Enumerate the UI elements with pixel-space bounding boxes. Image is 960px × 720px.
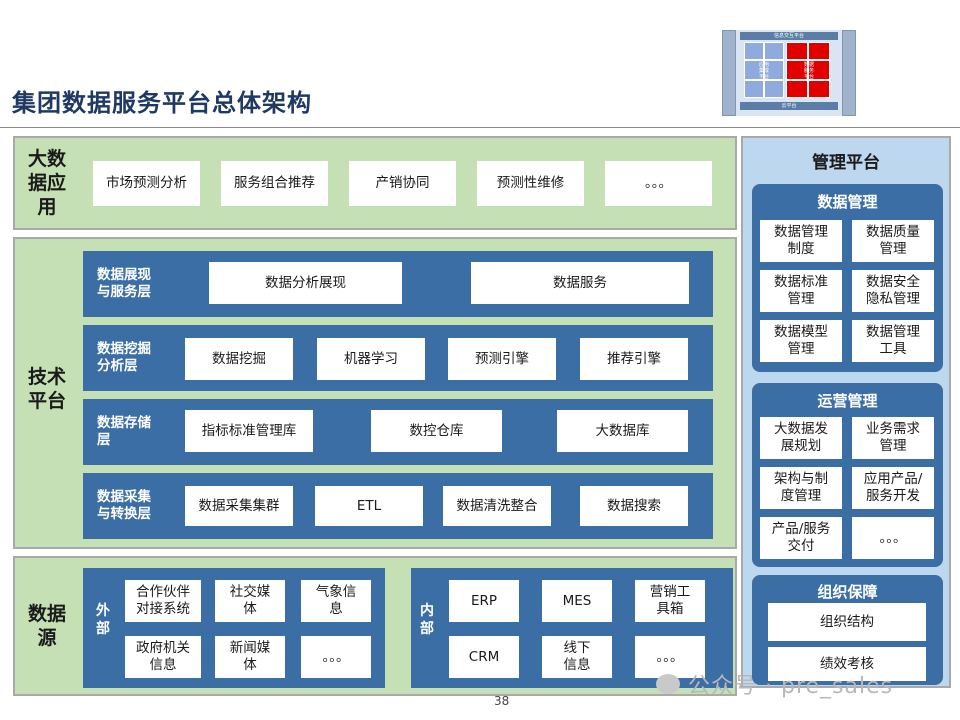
watermark-text: 公众号 · pre_sales bbox=[688, 674, 894, 699]
data-source-label: 数据 源 bbox=[19, 586, 75, 666]
layer-item: 数据挖掘 bbox=[185, 338, 293, 380]
internal-sources-panel: 内 部 ERP MES 营销工 具箱 CRM 线下 信息 。。。 bbox=[411, 568, 733, 688]
source-item: 。。。 bbox=[301, 636, 371, 678]
page-title: 集团数据服务平台总体架构 bbox=[12, 89, 312, 117]
thumbnail-block bbox=[744, 42, 764, 60]
thumbnail-block bbox=[744, 60, 764, 80]
management-title: 管理平台 bbox=[812, 153, 880, 173]
source-item: ERP bbox=[449, 580, 519, 622]
layer-item: 数据清洗整合 bbox=[443, 486, 551, 526]
layer-item: 指标标准管理库 bbox=[185, 410, 313, 452]
mgmt-item: 数据模型 管理 bbox=[760, 320, 842, 362]
source-item: CRM bbox=[449, 636, 519, 678]
layer-label: 数据展现 与服务层 bbox=[97, 267, 151, 300]
thumbnail-right-text: 数据 服务 平台 bbox=[803, 62, 814, 80]
thumbnail-left-pillar bbox=[722, 30, 736, 116]
mgmt-item: 。。。 bbox=[852, 517, 934, 559]
external-sources-panel: 外 部 合作伙伴 对接系统 社交媒 体 气象信 息 政府机关 信息 新闻媒 体 … bbox=[83, 568, 385, 688]
external-label: 外 部 bbox=[96, 603, 110, 637]
layer-collection-transform: 数据采集 与转换层 数据采集集群 ETL 数据清洗整合 数据搜索 bbox=[83, 473, 713, 539]
thumbnail-block-red bbox=[786, 60, 808, 80]
source-item: 新闻媒 体 bbox=[215, 636, 285, 678]
app-item: 服务组合推荐 bbox=[221, 161, 328, 206]
big-data-app-label-text: 大数 据应 用 bbox=[27, 148, 66, 218]
tech-platform-label-text: 技术 平台 bbox=[27, 366, 66, 412]
wechat-icon bbox=[656, 674, 680, 694]
big-data-app-section: 大数 据应 用 市场预测分析 服务组合推荐 产销协同 预测性维修 。。。 bbox=[13, 136, 737, 230]
layer-item: 数据搜索 bbox=[580, 486, 688, 526]
mgmt-item: 绩效考核 bbox=[768, 647, 926, 681]
layer-item: 数据分析展现 bbox=[209, 262, 402, 304]
source-item: MES bbox=[542, 580, 612, 622]
title-divider bbox=[0, 127, 960, 128]
layer-item: 机器学习 bbox=[317, 338, 425, 380]
layer-presentation-service: 数据展现 与服务层 数据分析展现 数据服务 bbox=[83, 251, 713, 317]
thumbnail-block-red bbox=[808, 80, 830, 98]
layer-item: 数据服务 bbox=[471, 262, 689, 304]
data-source-label-text: 数据 源 bbox=[27, 603, 66, 649]
source-item: 社交媒 体 bbox=[215, 580, 285, 622]
layer-label: 数据存储 层 bbox=[97, 415, 151, 448]
tech-platform-label: 技术 平台 bbox=[19, 349, 75, 429]
thumbnail-block-red bbox=[808, 60, 830, 80]
app-item: 预测性维修 bbox=[477, 161, 584, 206]
management-platform: 管理平台 数据管理 数据管理 制度 数据质量 管理 数据标准 管理 数据安全 隐… bbox=[741, 136, 951, 688]
layer-item: 推荐引擎 bbox=[580, 338, 688, 380]
thumbnail-left-text: 应用 集成 平台 bbox=[758, 62, 769, 80]
group-title: 运营管理 bbox=[817, 392, 878, 410]
mgmt-item: 数据管理 工具 bbox=[852, 320, 934, 362]
app-item: 市场预测分析 bbox=[93, 161, 200, 206]
source-item: 合作伙伴 对接系统 bbox=[125, 580, 201, 622]
big-data-app-label: 大数 据应 用 bbox=[19, 142, 75, 224]
ops-management-group: 运营管理 大数据发 展规划 业务需求 管理 架构与制 度管理 应用产品/ 服务开… bbox=[752, 383, 943, 567]
layer-mining-analysis: 数据挖掘 分析层 数据挖掘 机器学习 预测引擎 推荐引擎 bbox=[83, 325, 713, 391]
thumbnail-block bbox=[764, 42, 784, 60]
mgmt-item: 应用产品/ 服务开发 bbox=[852, 467, 934, 509]
source-item: 气象信 息 bbox=[301, 580, 371, 622]
mgmt-item: 业务需求 管理 bbox=[852, 417, 934, 459]
org-support-group: 组织保障 组织结构 绩效考核 bbox=[752, 575, 943, 685]
tech-platform-section: 技术 平台 数据展现 与服务层 数据分析展现 数据服务 数据挖掘 分析层 数据挖… bbox=[13, 237, 737, 549]
mgmt-item: 数据安全 隐私管理 bbox=[852, 270, 934, 312]
mgmt-item: 产品/服务 交付 bbox=[760, 517, 842, 559]
source-item: 线下 信息 bbox=[542, 636, 612, 678]
thumbnail-block bbox=[764, 80, 784, 98]
layer-item: 大数据库 bbox=[557, 410, 688, 452]
mgmt-item: 大数据发 展规划 bbox=[760, 417, 842, 459]
page-number: 38 bbox=[494, 694, 510, 708]
mgmt-item: 数据标准 管理 bbox=[760, 270, 842, 312]
thumbnail-block bbox=[764, 60, 784, 80]
app-item: 产销协同 bbox=[349, 161, 456, 206]
layer-item: 数据采集集群 bbox=[185, 486, 293, 526]
thumbnail-block bbox=[744, 80, 764, 98]
layer-label: 数据采集 与转换层 bbox=[97, 489, 151, 522]
mgmt-item: 组织结构 bbox=[768, 603, 926, 641]
thumbnail-top-bar: 信息交互平台 bbox=[740, 32, 838, 40]
layer-item: 预测引擎 bbox=[448, 338, 556, 380]
architecture-thumbnail: 信息交互平台 应用 集成 平台 数据 服务 平台 云平台 bbox=[722, 26, 856, 120]
group-title: 组织保障 bbox=[817, 583, 878, 601]
group-title: 数据管理 bbox=[817, 193, 878, 211]
mgmt-item: 数据质量 管理 bbox=[852, 220, 934, 262]
thumbnail-right-pillar bbox=[842, 30, 856, 116]
layer-item: ETL bbox=[315, 486, 423, 526]
data-source-section: 数据 源 外 部 合作伙伴 对接系统 社交媒 体 气象信 息 政府机关 信息 新… bbox=[13, 556, 737, 696]
source-item: 。。。 bbox=[635, 636, 705, 678]
source-item: 政府机关 信息 bbox=[125, 636, 201, 678]
watermark: 公众号 · pre_sales bbox=[656, 668, 936, 699]
mgmt-item: 架构与制 度管理 bbox=[760, 467, 842, 509]
thumbnail-block-red bbox=[786, 42, 808, 60]
thumbnail-block-red bbox=[786, 80, 808, 98]
layer-label: 数据挖掘 分析层 bbox=[97, 341, 151, 374]
layer-item: 数控仓库 bbox=[371, 410, 502, 452]
thumbnail-block-red bbox=[808, 42, 830, 60]
source-item: 营销工 具箱 bbox=[635, 580, 705, 622]
mgmt-item: 数据管理 制度 bbox=[760, 220, 842, 262]
internal-label: 内 部 bbox=[420, 603, 434, 637]
thumbnail-bottom-bar: 云平台 bbox=[740, 102, 838, 110]
layer-storage: 数据存储 层 指标标准管理库 数控仓库 大数据库 bbox=[83, 399, 713, 465]
app-item: 。。。 bbox=[605, 161, 712, 206]
data-management-group: 数据管理 数据管理 制度 数据质量 管理 数据标准 管理 数据安全 隐私管理 数… bbox=[752, 184, 943, 372]
